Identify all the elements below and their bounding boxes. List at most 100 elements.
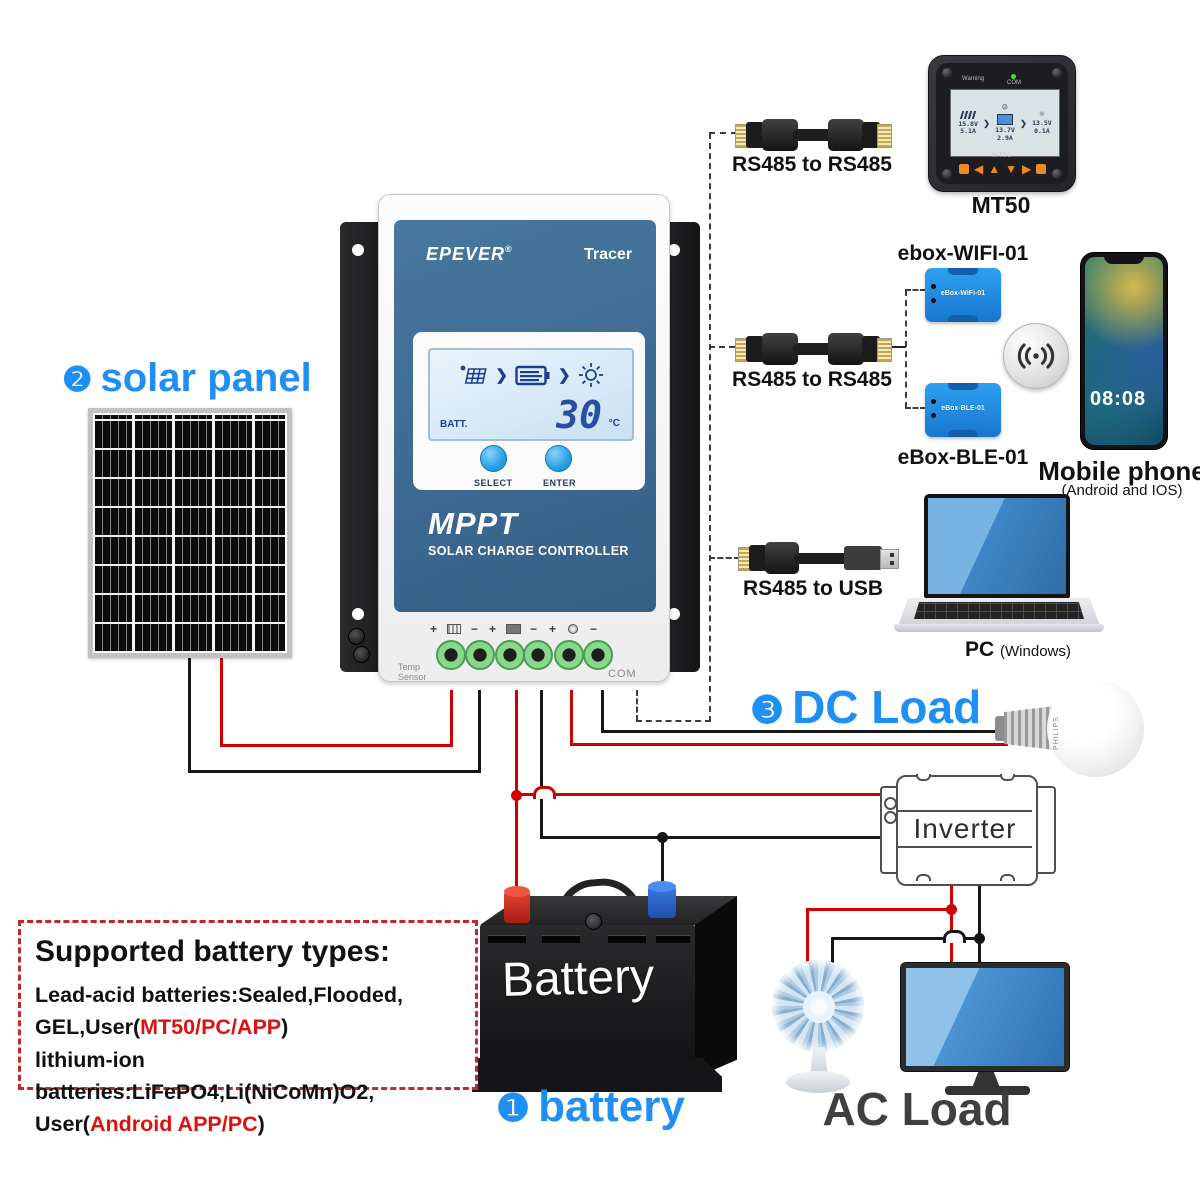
laptop-screen	[924, 494, 1070, 598]
badge-1: ❶	[496, 1088, 531, 1130]
lcd-batt-label: BATT.	[440, 419, 468, 430]
pc-laptop	[894, 492, 1104, 638]
wire-pv-positive	[450, 690, 453, 747]
epever-logo: EPEVER®	[426, 244, 513, 264]
screw	[942, 169, 952, 179]
wireless-signal-icon	[1003, 323, 1069, 389]
ebox-dashed-vertical	[905, 290, 907, 408]
inverter-line	[898, 846, 1032, 848]
mt50-lcd: 15.8V 5.1A ❯ ☺ 13.7V 2.9A ❯ ☼ 13.5V 0.1A	[950, 89, 1060, 157]
wire-battery-negative	[540, 690, 543, 839]
mount-notch	[1000, 774, 1015, 781]
controller-lcd: ❯ ❯ BATT. 30 °C	[428, 348, 634, 441]
terminal-load-minus[interactable]	[583, 640, 613, 670]
vent-slot	[608, 935, 646, 943]
inverter-line	[898, 810, 1032, 812]
load-mini-icon	[568, 624, 578, 634]
wire-fan-positive	[806, 908, 809, 965]
mobile-phone-sublabel: (Android and IOS)	[1061, 482, 1183, 499]
com-dashed-bottom	[636, 720, 711, 722]
wire-ac-positive	[950, 880, 953, 967]
wire-pv-negative	[478, 690, 481, 773]
junction-dot	[657, 832, 668, 843]
wire-load-positive	[570, 690, 573, 746]
terminal-pv-minus[interactable]	[465, 640, 495, 670]
ebox-ble-label: eBox-BLE-01	[897, 446, 1029, 469]
vent-slot	[542, 935, 580, 943]
wire-ac-negative	[831, 937, 945, 940]
laptop-keyboard[interactable]	[914, 602, 1084, 619]
screw-hole	[352, 244, 364, 256]
inverter-terminal	[884, 797, 897, 810]
load-mini-icon: ☼	[1039, 110, 1045, 121]
up-button[interactable]: ▲	[988, 162, 1001, 176]
terminal-pv-plus[interactable]	[436, 640, 466, 670]
phone-screen	[1085, 257, 1163, 445]
down-button[interactable]: ▼	[1005, 162, 1018, 176]
wire-ac-positive	[806, 908, 953, 911]
wire-inverter-negative	[540, 836, 888, 839]
rs485-usb-label: RS485 to USB	[742, 577, 884, 600]
terminal-batt-plus[interactable]	[495, 640, 525, 670]
mt50-load-reading: ☼ 13.5V 0.1A	[1027, 111, 1057, 135]
left-button[interactable]: ◀	[974, 162, 984, 176]
mt50-buttons[interactable]: ◀ ▲ ▼ ▶	[959, 162, 1047, 176]
esc-button[interactable]	[959, 164, 969, 174]
com-dashed-stub-usb	[709, 557, 740, 559]
series-name: Tracer	[584, 246, 633, 263]
battery-types-title: Supported battery types:	[35, 935, 391, 968]
lcd-arrow-icon: ❯	[495, 367, 508, 384]
battery-mini-icon	[997, 114, 1013, 126]
bulb-brand: PHILIPS	[1053, 716, 1060, 750]
battery-cap-screw	[585, 913, 602, 930]
wire-pv-positive	[220, 656, 223, 747]
wire-hop	[943, 930, 966, 943]
rs485-cable-mid-label: RS485 to RS485	[732, 368, 892, 391]
wire-load-positive	[570, 743, 1008, 746]
ac-load-section-label: AC Load	[822, 1083, 1012, 1135]
right-button[interactable]: ▶	[1022, 162, 1032, 176]
inverter: Inverter	[876, 770, 1070, 890]
vent-slot	[488, 935, 526, 943]
mobile-phone: 08:08	[1080, 252, 1168, 450]
battery-tray	[472, 1058, 722, 1092]
com-port-label: COM	[608, 668, 637, 680]
screw	[1052, 169, 1062, 179]
mt50-pv-reading: 15.8V 5.1A	[953, 110, 983, 136]
ebox-wifi-device: eBox-WiFi-01	[925, 268, 1001, 322]
supported-battery-types-box: Supported battery types: Lead-acid batte…	[18, 920, 478, 1136]
ok-button[interactable]	[1036, 164, 1047, 174]
pv-mini-icon	[959, 110, 977, 119]
junction-dot	[946, 904, 957, 915]
rs485-cable-top-label: RS485 to RS485	[732, 153, 892, 176]
inverter-label: Inverter	[913, 813, 1017, 844]
mt50-com-label: COM	[1007, 80, 1021, 86]
mobile-phone-label: Mobile phone	[1038, 456, 1200, 486]
phone-clock: 08:08	[1090, 388, 1147, 410]
mt50-label: MT50	[971, 192, 1031, 218]
com-dashed-stub-mid	[709, 346, 735, 348]
battery-types-line: Lead-acid batteries:Sealed,Flooded, GEL,…	[35, 983, 403, 1136]
mt50-battery-reading: ☺ 13.7V 2.9A	[990, 104, 1020, 142]
lcd-temperature-unit: °C	[608, 418, 620, 429]
ebox-ble-device: eBox-BLE-01	[925, 383, 1001, 437]
solar-panel	[88, 408, 292, 658]
mount-notch	[916, 774, 931, 781]
select-button[interactable]	[480, 445, 507, 472]
monitor-base	[945, 1086, 1030, 1095]
cable-to-ebox-link	[888, 346, 906, 348]
light-bulb: PHILIPS	[995, 675, 1150, 780]
terminal-load-plus[interactable]	[554, 640, 584, 670]
fan-hub	[803, 991, 835, 1023]
load-sun-icon	[578, 363, 603, 387]
enter-button[interactable]	[545, 445, 572, 472]
temp-sensor-jack	[353, 646, 370, 663]
terminal-batt-minus[interactable]	[523, 640, 553, 670]
electric-fan	[770, 955, 870, 1100]
solar-panel-cells	[95, 415, 285, 651]
pv-array-icon	[461, 365, 488, 384]
select-button-label: SELECT	[474, 478, 513, 488]
